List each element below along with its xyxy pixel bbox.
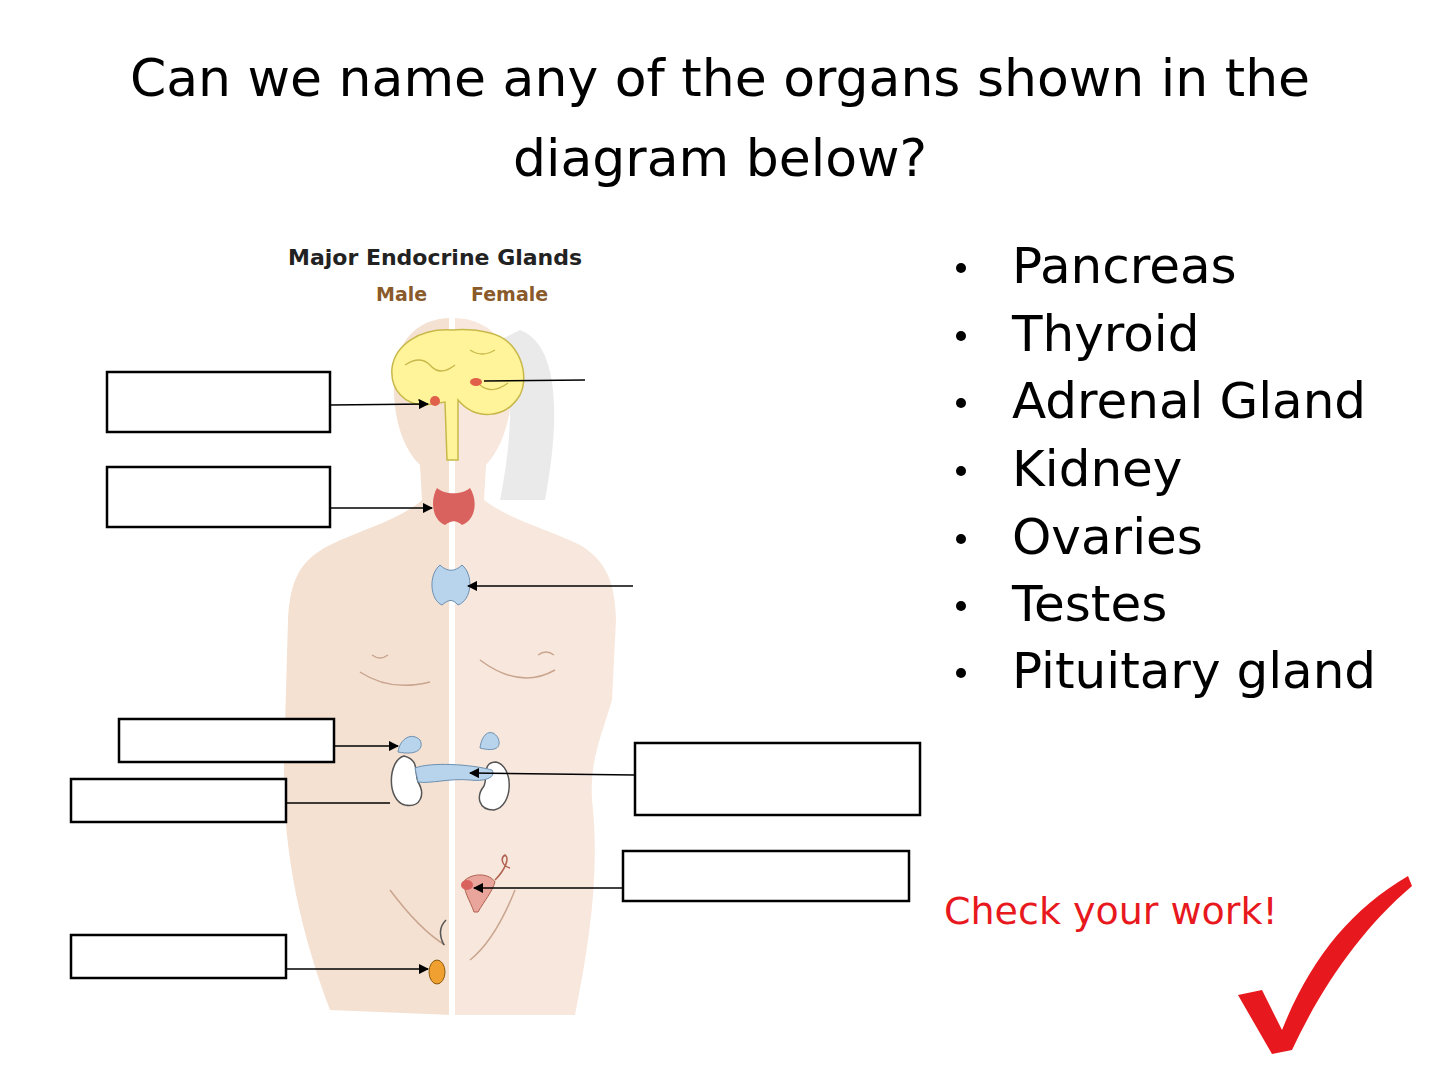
- check-prompt: Check your work!: [944, 889, 1278, 935]
- thyroid: [433, 488, 475, 525]
- blank-answer-box: [71, 372, 920, 978]
- column-heading: Female: [471, 283, 548, 306]
- chest-lines: [360, 660, 555, 685]
- word-bank-item: Ovaries: [1012, 507, 1203, 567]
- bullet: [956, 263, 966, 678]
- word-bank-item: Adrenal Gland: [1012, 371, 1366, 431]
- pituitary-gland: [430, 396, 440, 406]
- diagram-heading: Major Endocrine Glands: [288, 245, 582, 271]
- leader-line: [286, 380, 635, 969]
- adrenal-gland: [480, 733, 499, 750]
- testis: [429, 960, 445, 984]
- word-bank-item: Pancreas: [1012, 236, 1237, 296]
- word-bank-item: Testes: [1012, 574, 1167, 634]
- word-bank-item: Thyroid: [1012, 304, 1200, 364]
- body-silhouette: [284, 318, 616, 1018]
- word-bank-item: Kidney: [1012, 439, 1182, 499]
- female-half: [452, 318, 616, 1015]
- column-heading: Male: [376, 283, 427, 306]
- slide-title: Can we name any of the organs shown in t…: [30, 38, 1410, 198]
- kidney: [391, 756, 421, 805]
- pineal-gland: [470, 378, 482, 386]
- adrenal-gland: [398, 736, 421, 753]
- brain: [392, 330, 524, 460]
- word-bank-item: Pituitary gland: [1012, 641, 1376, 701]
- ovary: [461, 880, 473, 890]
- thymus: [432, 565, 470, 605]
